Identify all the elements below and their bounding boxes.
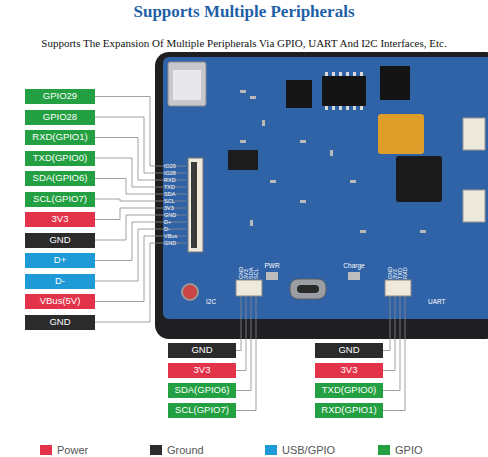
legend-swatch <box>40 445 52 455</box>
pin-label-box: 3V3 <box>168 363 236 378</box>
silkscreen-label: SCL <box>164 198 188 204</box>
usb-c-slot <box>297 285 319 293</box>
pin-label-box: GND <box>168 343 236 358</box>
pin-name: GPIO29 <box>43 91 77 101</box>
pin-header <box>188 158 203 252</box>
pin-label-box: SCL(GPIO7) <box>25 192 95 207</box>
silkscreen-label: IO28 <box>164 170 188 176</box>
pin-name: GPIO28 <box>43 112 77 122</box>
pin-label-box: GND <box>315 343 383 358</box>
silkscreen-label: SDA <box>164 191 188 197</box>
pin-name: VBus(5V) <box>40 296 81 306</box>
pin-label-box: GND <box>25 315 95 330</box>
pin-name: TXD(GPIO0) <box>322 385 376 395</box>
mcu-chip <box>396 156 442 202</box>
pin-label-box: TXD(GPIO0) <box>315 383 383 398</box>
pin-label-box: SCL(GPIO7) <box>168 403 236 418</box>
pin-name: RXD(GPIO1) <box>321 405 376 415</box>
screw <box>182 284 198 300</box>
i2c-connector <box>236 280 262 296</box>
smd-parts <box>240 90 426 233</box>
silkscreen-label: RXD <box>402 254 408 279</box>
pin-name: TXD(GPIO0) <box>33 153 87 163</box>
pin-name: SDA(GPIO6) <box>175 385 230 395</box>
title: Supports Multiple Peripherals <box>0 3 488 22</box>
pin-name: D- <box>55 276 65 286</box>
silkscreen-label: I2C <box>206 298 226 305</box>
pin-name: GND <box>49 235 70 245</box>
legend-text: GPIO <box>395 444 423 456</box>
silkscreen-label: IO29 <box>164 163 188 169</box>
pin-header-slot <box>191 162 197 248</box>
legend-text: Power <box>57 444 88 456</box>
sd-slot <box>168 62 206 106</box>
enclosure <box>155 52 488 339</box>
sd-slot-inner <box>173 70 201 100</box>
uart-connector <box>385 280 411 296</box>
jst-connector <box>463 190 485 222</box>
pin-label-box: 3V3 <box>315 363 383 378</box>
leader-lines <box>95 97 405 411</box>
pin-label-box: GND <box>25 233 95 248</box>
silkscreen-label: 3V3 <box>164 205 188 211</box>
pin-name: SCL(GPIO7) <box>33 194 87 204</box>
pin-name: GND <box>338 345 359 355</box>
pin-label-box: D+ <box>25 253 95 268</box>
pin-name: GND <box>49 317 70 327</box>
pin-label-box: RXD(GPIO1) <box>25 130 95 145</box>
pin-name: SDA(GPIO6) <box>33 173 88 183</box>
silkscreen-label: RXD <box>164 177 188 183</box>
legend-text: Ground <box>167 444 204 456</box>
pin-name: 3V3 <box>52 214 69 224</box>
pin-label-box: VBus(5V) <box>25 294 95 309</box>
silkscreen-label: UART <box>428 298 458 305</box>
silkscreen-label: SCL <box>253 254 259 279</box>
silkscreen-label: PWR <box>260 262 284 269</box>
pin-name: SCL(GPIO7) <box>175 405 229 415</box>
pin-label-box: SDA(GPIO6) <box>168 383 236 398</box>
ic-chip <box>286 80 312 108</box>
ic-chip <box>228 150 258 170</box>
silkscreen-label: GND <box>164 212 188 218</box>
silkscreen-label: D+ <box>164 219 188 225</box>
pin-label-box: SDA(GPIO6) <box>25 171 95 186</box>
legend-swatch <box>265 445 277 455</box>
pin-name: 3V3 <box>341 365 358 375</box>
ic-chip <box>322 76 366 106</box>
usb-c-port <box>290 279 326 299</box>
pin-label-box: GPIO28 <box>25 110 95 125</box>
ic-chip <box>380 66 410 100</box>
pin-name: RXD(GPIO1) <box>32 132 87 142</box>
pwr-button <box>266 272 278 280</box>
silkscreen-label: GND <box>164 240 188 246</box>
silkscreen-label: TXD <box>164 184 188 190</box>
pin-label-box: RXD(GPIO1) <box>315 403 383 418</box>
ic-pins <box>325 72 363 110</box>
charge-led <box>348 272 360 280</box>
silkscreen-label: Charge <box>336 262 372 269</box>
legend-swatch <box>150 445 162 455</box>
legend-text: USB/GPIO <box>282 444 335 456</box>
silkscreen-label: VBus <box>164 233 188 239</box>
pcb <box>163 57 488 319</box>
pin-label-box: TXD(GPIO0) <box>25 151 95 166</box>
pin-name: 3V3 <box>194 365 211 375</box>
pin-label-box: D- <box>25 274 95 289</box>
subtitle: Supports The Expansion Of Multiple Perip… <box>0 37 488 49</box>
kapton-pad <box>378 114 424 154</box>
legend-swatch <box>378 445 390 455</box>
silkscreen-label: D- <box>164 226 188 232</box>
jst-connector <box>463 118 485 150</box>
pin-label-box: GPIO29 <box>25 89 95 104</box>
pin-name: GND <box>191 345 212 355</box>
pin-name: D+ <box>54 255 66 265</box>
pin-label-box: 3V3 <box>25 212 95 227</box>
